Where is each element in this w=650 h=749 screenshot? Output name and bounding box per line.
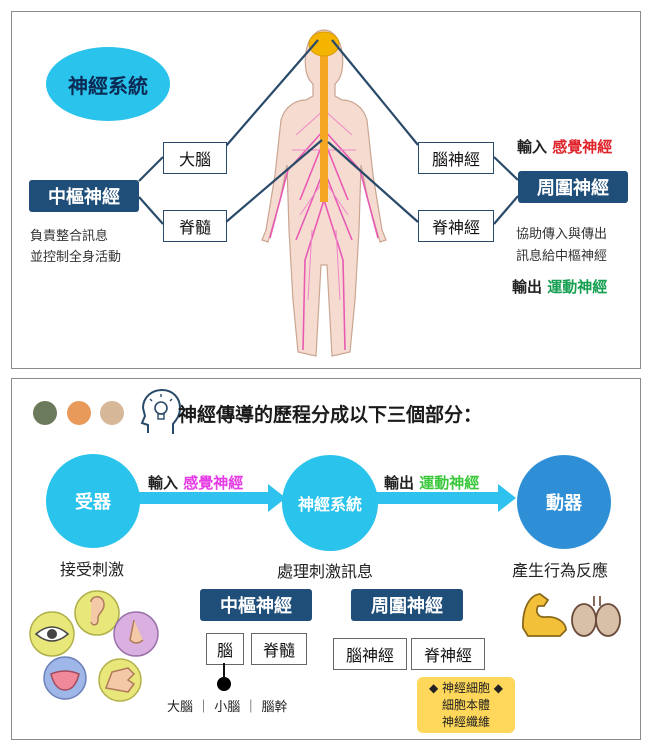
muscle-arm-icon bbox=[522, 593, 567, 637]
spinal-cord-box: 脊髓 bbox=[163, 210, 227, 242]
human-body-figure bbox=[261, 29, 387, 357]
note-line2: 細胞本體 bbox=[441, 697, 490, 712]
arrow1-label: 輸入 感覺神經 bbox=[148, 474, 244, 492]
nervous-system-circle: 神經系統 bbox=[282, 455, 378, 551]
cranial-nerve-bottom-box: 腦神經 bbox=[333, 638, 407, 670]
effector-caption: 產生行為反應 bbox=[512, 561, 609, 580]
connector-dot bbox=[217, 677, 231, 691]
cranial-nerve-box: 腦神經 bbox=[418, 142, 494, 174]
nose-icon bbox=[113, 611, 159, 657]
input-sensory-label: 輸入 感覺神經 bbox=[517, 138, 613, 156]
tan-dot bbox=[100, 401, 124, 425]
glands-icon bbox=[571, 596, 621, 637]
central-nervous-bottom-label: 中樞神經 bbox=[200, 589, 312, 621]
nervous-system-caption: 處理刺激訊息 bbox=[277, 562, 374, 581]
spinal-nerve-bottom-box: 脊神經 bbox=[411, 638, 485, 670]
orange-dot bbox=[67, 401, 91, 425]
note-line1: ◆ 神經細胞 ◆ bbox=[428, 680, 504, 695]
receptor-caption: 接受刺激 bbox=[60, 560, 125, 579]
ear-icon bbox=[74, 590, 120, 636]
green-dot bbox=[33, 401, 57, 425]
arrow2-label: 輸出 運動神經 bbox=[384, 474, 480, 492]
brain-box: 大腦 bbox=[163, 142, 227, 174]
central-nervous-label: 中樞神經 bbox=[29, 180, 139, 212]
brain-parts: 大腦 ｜ 小腦 ｜ 腦幹 bbox=[167, 700, 288, 715]
effector-circle: 動器 bbox=[517, 455, 611, 549]
eye-icon bbox=[29, 611, 75, 657]
central-desc-line2: 並控制全身活動 bbox=[30, 250, 122, 265]
nervous-system-bubble: 神經系統 bbox=[46, 47, 170, 121]
output-motor-label: 輸出 運動神經 bbox=[512, 278, 608, 296]
note-line3: 神經纖維 bbox=[441, 714, 490, 729]
peripheral-desc-line2: 訊息給中樞神經 bbox=[516, 249, 608, 264]
spinal-cord-bottom-box: 脊髓 bbox=[251, 633, 307, 665]
brain-bottom-box: 腦 bbox=[206, 633, 244, 665]
nervous-system-title: 神經系統 bbox=[68, 73, 148, 98]
peripheral-desc-line1: 協助傳入與傳出 bbox=[516, 227, 608, 242]
peripheral-nervous-bottom-label: 周圍神經 bbox=[351, 589, 463, 621]
peripheral-nervous-label: 周圍神經 bbox=[518, 171, 628, 203]
receptor-circle: 受器 bbox=[46, 454, 140, 548]
neuron-note: ◆ 神經細胞 ◆ 細胞本體 神經纖維 bbox=[417, 677, 515, 733]
spinal-nerve-box: 脊神經 bbox=[418, 210, 494, 242]
hand-icon bbox=[98, 658, 142, 702]
central-desc-line1: 負責整合訊息 bbox=[30, 229, 109, 244]
conduction-heading: 神經傳導的歷程分成以下三個部分： bbox=[178, 404, 483, 426]
tongue-icon bbox=[43, 656, 87, 700]
